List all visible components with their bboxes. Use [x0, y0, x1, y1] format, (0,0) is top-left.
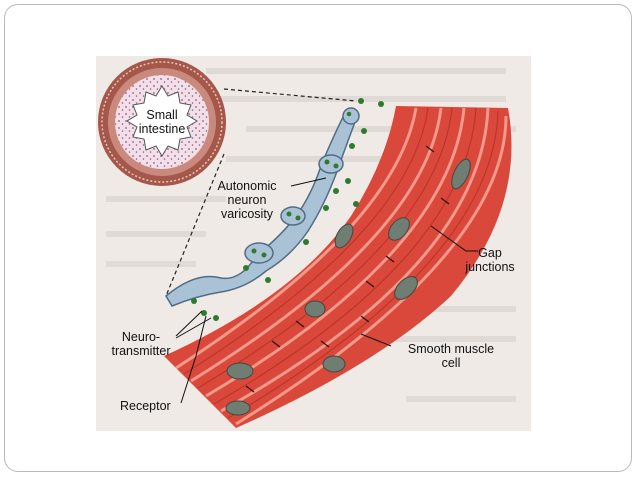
- slide: Small intestine Autonomic neuron varicos…: [4, 4, 632, 472]
- neurotransmitter-line1: Neuro-: [121, 330, 161, 344]
- gap-line1: Gap: [478, 246, 502, 260]
- small-intestine-inset: [98, 58, 226, 186]
- zoom-lines: [165, 88, 357, 297]
- neurotransmitter-label: Neuro- transmitter: [100, 330, 182, 358]
- inset-label: Small intestine: [137, 108, 187, 136]
- diagram-figure: Small intestine Autonomic neuron varicos…: [96, 56, 531, 431]
- autonomic-line1: Autonomic: [217, 179, 277, 193]
- inset-label-line1: Small: [146, 108, 178, 122]
- smooth-muscle-line2: cell: [441, 356, 461, 370]
- inset-label-line2: intestine: [138, 122, 186, 136]
- gap-junctions-label: Gap junctions: [462, 246, 518, 274]
- autonomic-neuron-label: Autonomic neuron varicosity: [199, 179, 295, 221]
- leader-lines: [175, 177, 478, 404]
- gap-line2: junctions: [465, 260, 515, 274]
- autonomic-line3: varicosity: [220, 207, 274, 221]
- diagram-svg: [98, 58, 516, 428]
- neurotransmitter-dots: [191, 98, 384, 321]
- receptor-label: Receptor: [120, 399, 171, 413]
- autonomic-line2: neuron: [227, 193, 267, 207]
- smooth-muscle-band: [164, 106, 512, 428]
- neurotransmitter-line2: transmitter: [111, 344, 171, 358]
- smooth-muscle-line1: Smooth muscle: [407, 342, 495, 356]
- smooth-muscle-label: Smooth muscle cell: [396, 342, 506, 370]
